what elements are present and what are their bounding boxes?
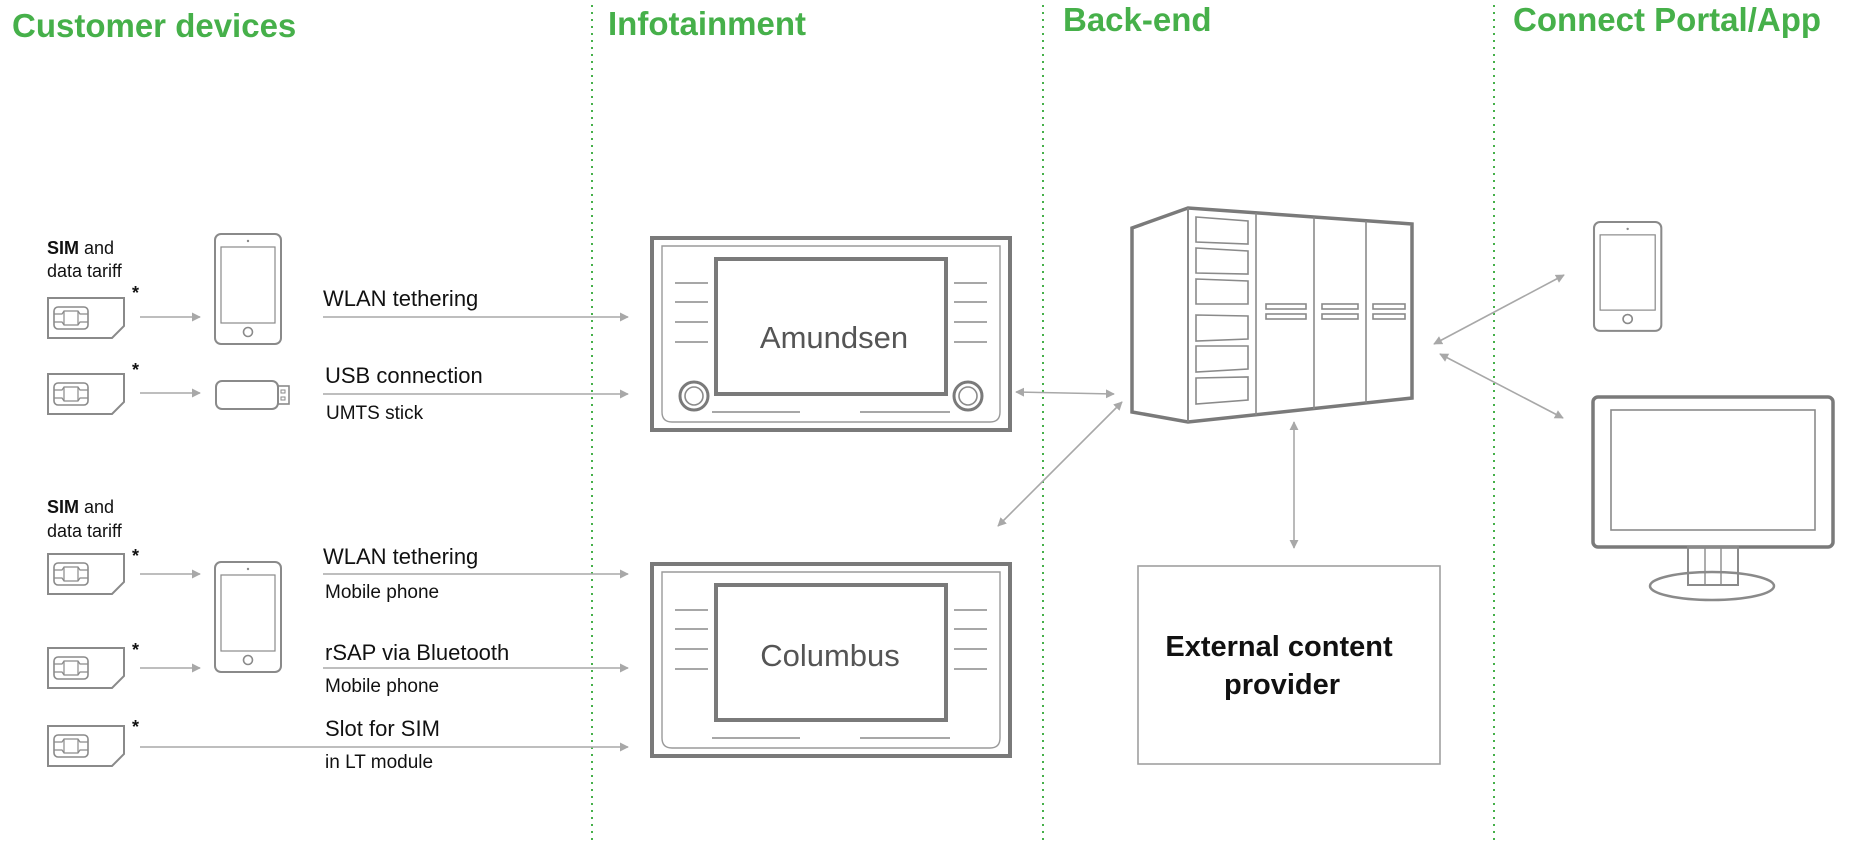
- asterisk: *: [132, 717, 139, 737]
- sim-card-icon: [47, 647, 125, 689]
- sim-tariff-label: data tariff: [47, 261, 123, 281]
- sim-tariff-label: SIM and: [47, 497, 114, 517]
- sim-card-icon: [47, 297, 125, 339]
- asterisk: *: [132, 283, 139, 303]
- external-provider-label: provider: [1224, 669, 1340, 701]
- heading-customer-devices: Customer devices: [12, 7, 296, 44]
- asterisk: *: [132, 640, 139, 660]
- columbus-label: Columbus: [760, 638, 900, 673]
- amundsen-unit: Amundsen: [650, 236, 1012, 432]
- desktop-monitor-icon: [1591, 395, 1835, 602]
- usb-stick-icon: [215, 380, 290, 410]
- connection-arrow: [997, 401, 1123, 527]
- label-wlan-tethering: WLAN tethering: [323, 544, 478, 569]
- label-mobile-phone: Mobile phone: [325, 676, 439, 697]
- server-rack-icon: [1130, 206, 1414, 424]
- label-rsap-bluetooth: rSAP via Bluetooth: [325, 640, 509, 665]
- smartphone-icon: [214, 233, 282, 345]
- connection-arrow: [1433, 274, 1565, 345]
- external-content-provider: External content provider: [1137, 565, 1441, 765]
- sim-card-icon: [47, 725, 125, 767]
- heading-connect-portal: Connect Portal/App: [1513, 1, 1821, 38]
- heading-back-end: Back-end: [1063, 1, 1212, 38]
- label-wlan-tethering: WLAN tethering: [323, 286, 478, 311]
- label-slot-for-sim: Slot for SIM: [325, 716, 440, 741]
- smartphone-icon: [214, 561, 282, 673]
- connection-arrow: [1439, 353, 1564, 419]
- label-lt-module: in LT module: [325, 752, 433, 773]
- sim-tariff-label: SIM and: [47, 238, 114, 258]
- sim-tariff-label: data tariff: [47, 521, 123, 541]
- label-mobile-phone: Mobile phone: [325, 582, 439, 603]
- connection-arrow: [1015, 387, 1115, 399]
- smartphone-icon: [1592, 220, 1663, 332]
- external-provider-label: External content: [1165, 631, 1393, 663]
- asterisk: *: [132, 546, 139, 566]
- heading-infotainment: Infotainment: [608, 5, 806, 42]
- label-umts-stick: UMTS stick: [326, 403, 424, 424]
- sim-card-icon: [47, 373, 125, 415]
- columbus-unit: Columbus: [650, 562, 1012, 758]
- label-usb-connection: USB connection: [325, 363, 483, 388]
- amundsen-label: Amundsen: [760, 320, 908, 355]
- asterisk: *: [132, 360, 139, 380]
- sim-card-icon: [47, 553, 125, 595]
